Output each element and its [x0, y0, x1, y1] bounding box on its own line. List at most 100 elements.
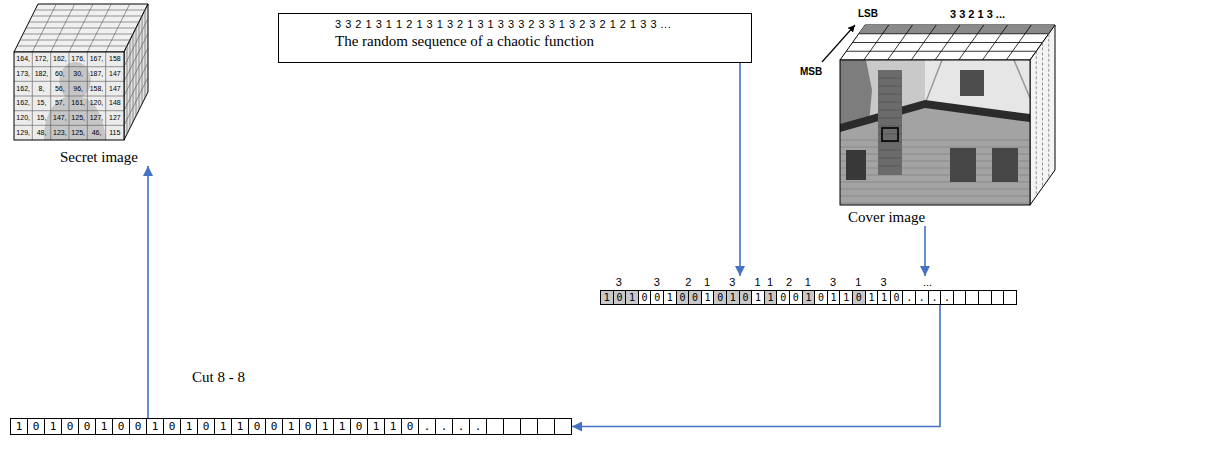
bit-value: 0 [642, 292, 648, 303]
sequence-digit: 3 [830, 276, 836, 289]
photo-window [992, 148, 1018, 182]
sequence-caption: The random sequence of a chaotic functio… [335, 31, 594, 51]
sequence-digit: 1 [805, 276, 811, 289]
bit-value: 1 [755, 292, 761, 303]
bit-cell [991, 290, 1005, 305]
bit-cell: 1 [625, 290, 639, 305]
cut-note: Cut 8 - 8 [192, 368, 245, 386]
pixel-value: 167, [90, 55, 104, 63]
bit-cell: 0 [713, 290, 727, 305]
bit-value: 1 [604, 292, 610, 303]
bit-value: . [475, 420, 482, 433]
bit-cell: 1 [282, 418, 300, 435]
photo-trim [925, 60, 1030, 104]
bit-cell: 0 [78, 418, 96, 435]
bit-cell: 0 [401, 418, 419, 435]
bit-cell: 1 [180, 418, 198, 435]
bit-cell: 1 [865, 290, 879, 305]
bit-value: 0 [793, 292, 799, 303]
pixel-value: 123, [53, 129, 67, 137]
sequence-digit: 3 [880, 276, 886, 289]
cover-image: Cover image [795, 0, 1060, 226]
bit-cell [965, 290, 979, 305]
bit-cell [537, 418, 555, 435]
bit-cell [486, 418, 504, 435]
secret-silhouette [44, 62, 106, 140]
bit-cell: . [940, 290, 954, 305]
bit-value: 0 [135, 420, 142, 433]
bit-cell [978, 290, 992, 305]
secret-image-cube [14, 4, 148, 140]
bit-value: 1 [101, 420, 108, 433]
bit-value: . [906, 292, 912, 303]
bit-cell [1003, 290, 1017, 305]
bit-order-label: LSB [858, 8, 878, 20]
bit-cell: 1 [316, 418, 334, 435]
bit-order-label: MSB [800, 66, 822, 78]
bit-value: 1 [390, 420, 397, 433]
sequence-digit: 3 [654, 276, 660, 289]
bit-value: . [441, 420, 448, 433]
photo-roof [840, 100, 1030, 132]
bit-cell: 0 [163, 418, 181, 435]
bit-value: 0 [67, 420, 74, 433]
pixel-value: 120, [16, 114, 30, 122]
bit-cell [503, 418, 521, 435]
bit-value: 1 [288, 420, 295, 433]
photo-window [950, 148, 976, 182]
pixel-value: 162, [16, 99, 30, 107]
sequence-digit: 1 [704, 276, 710, 289]
bit-value: 1 [881, 292, 887, 303]
bit-cell: 1 [701, 290, 715, 305]
bit-cell [953, 290, 967, 305]
pixel-value: 187, [90, 70, 104, 78]
sequence-digit: 3 [616, 276, 622, 289]
bit-cell: . [915, 290, 929, 305]
bit-cell: 0 [739, 290, 753, 305]
bit-cell: 1 [231, 418, 249, 435]
pixel-value: 30, [73, 70, 83, 78]
sequence-digit: 1 [767, 276, 773, 289]
selected-pixel-box [882, 128, 898, 141]
pixel-value: 15, [37, 99, 47, 107]
image-caption: Cover image [848, 208, 925, 226]
bit-value: 1 [237, 420, 244, 433]
bit-cell: 1 [10, 418, 28, 435]
pixel-value: 46, [92, 129, 102, 137]
bit-cell: 1 [726, 290, 740, 305]
bit-value: 0 [169, 420, 176, 433]
bit-cell: 1 [146, 418, 164, 435]
bit-cell: 1 [44, 418, 62, 435]
image-caption: Secret image [60, 148, 138, 166]
bit-cell: 1 [827, 290, 841, 305]
bit-cell: 0 [350, 418, 368, 435]
flow-arrow [572, 305, 940, 427]
bit-cell: 0 [27, 418, 45, 435]
bit-value: 1 [768, 292, 774, 303]
pixel-value: 148 [109, 99, 121, 107]
bit-cell: 0 [61, 418, 79, 435]
bit-cell [554, 418, 572, 435]
photo-bricks [878, 78, 902, 166]
bit-cell: 0 [197, 418, 215, 435]
bit-value: 0 [407, 420, 414, 433]
bit-value: 1 [667, 292, 673, 303]
bit-cell: 0 [890, 290, 904, 305]
pixel-value: 172, [35, 55, 49, 63]
cube-top-face [840, 25, 1055, 60]
house-photo [840, 60, 1030, 205]
bit-value: 1 [339, 420, 346, 433]
bit-cell: . [435, 418, 453, 435]
bit-cell: 0 [112, 418, 130, 435]
bit-cell: 1 [764, 290, 778, 305]
bit-cell [520, 418, 538, 435]
bit-cell: 1 [384, 418, 402, 435]
bit-value: 0 [203, 420, 210, 433]
sequence-box: 3 3 2 1 3 1 1 2 1 3 1 3 2 1 3 1 3 3 3 2 … [278, 13, 752, 63]
photo-window [960, 70, 984, 96]
pixel-value: 176, [71, 55, 85, 63]
bit-value: 0 [356, 420, 363, 433]
cube-front-outline [840, 60, 1030, 205]
